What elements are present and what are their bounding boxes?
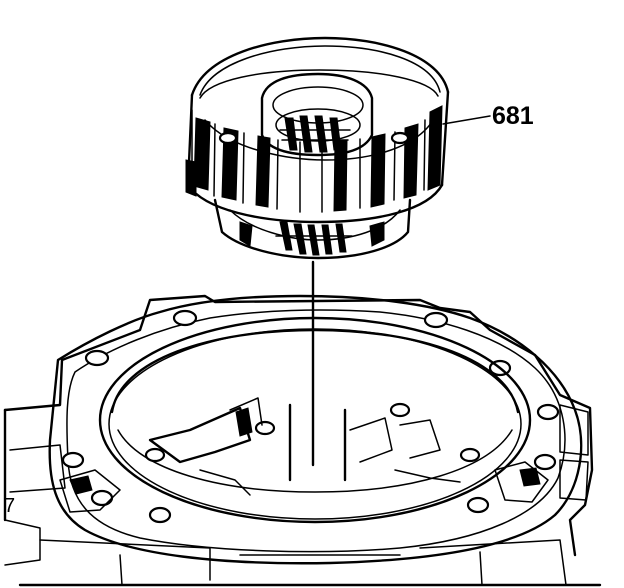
corner-mark: 7 xyxy=(4,495,15,517)
flange-bolt-holes xyxy=(61,309,560,524)
pinion-gears xyxy=(239,221,385,256)
hub-gear xyxy=(279,115,351,153)
callout-681-leader xyxy=(442,115,491,125)
drum-assembly-681 xyxy=(185,36,450,260)
callout-681: 681 xyxy=(442,102,534,130)
transmission-case xyxy=(3,294,602,587)
callout-681-label: 681 xyxy=(492,102,534,130)
